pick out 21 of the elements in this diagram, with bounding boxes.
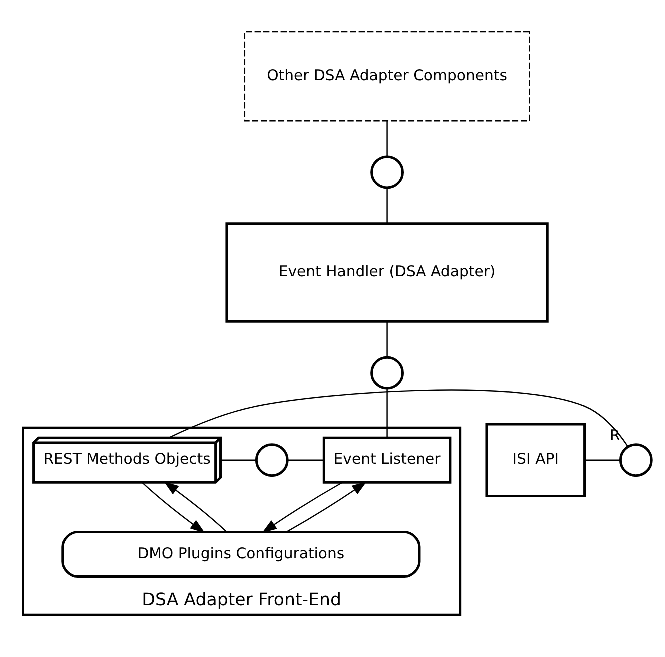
node-circle <box>619 444 653 478</box>
node-box: Event Handler (DSA Adapter) <box>226 222 549 323</box>
node-box: DMO Plugins Configurations <box>62 530 421 578</box>
connector <box>386 322 388 358</box>
node-circle <box>370 356 404 390</box>
arrow <box>262 482 343 534</box>
connector <box>386 188 388 224</box>
node-box: Event Listener <box>322 436 452 484</box>
connector <box>221 460 257 461</box>
arrow <box>142 482 206 534</box>
node-circle <box>255 444 289 478</box>
node-box: ISI API <box>486 423 586 498</box>
connector <box>168 390 628 448</box>
arrow <box>164 482 228 533</box>
connector <box>584 460 621 461</box>
connector <box>386 121 388 157</box>
node-circle <box>370 156 404 190</box>
connector <box>288 460 324 461</box>
node-box: Other DSA Adapter Components <box>244 31 530 122</box>
connector <box>386 388 388 438</box>
arrow <box>286 482 367 533</box>
